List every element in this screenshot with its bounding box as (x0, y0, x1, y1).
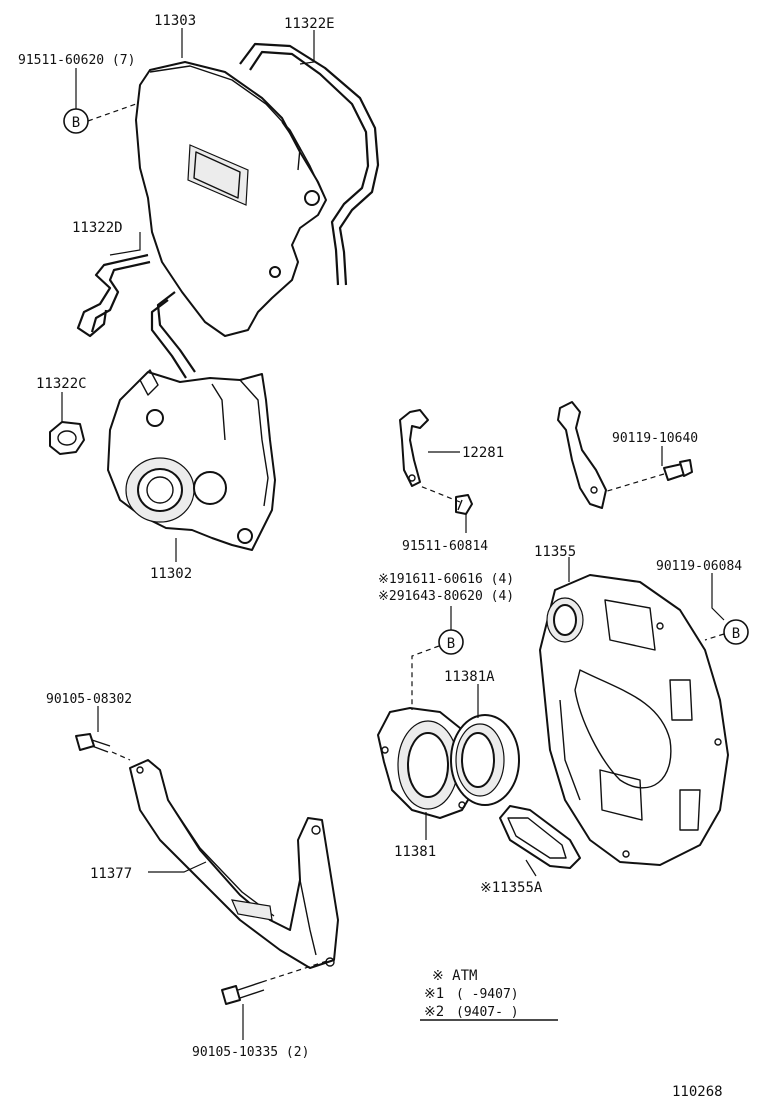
legend-row2-text: (9407- ) (456, 1005, 519, 1020)
bolt-90119-10640 (663, 459, 693, 481)
label-11302: 11302 (150, 566, 192, 582)
label-91611-60616: ※191611-60616 (4) (378, 572, 514, 587)
bracket-11377 (129, 759, 339, 969)
label-11355a: ※11355A (480, 880, 543, 896)
end-plate-11355 (539, 574, 729, 866)
ref-marker-left: B (63, 108, 89, 134)
label-90119-10640: 90119-10640 (612, 431, 698, 446)
legend-row2-mark: ※2 (424, 1004, 444, 1020)
label-90119-06084: 90119-06084 (656, 559, 742, 574)
oil-seal-retainer-11381 (377, 707, 475, 819)
label-11355: 11355 (534, 544, 576, 560)
legend-atm: ※ ATM (432, 968, 477, 984)
legend-row1-mark: ※1 (424, 986, 444, 1002)
label-11381a: 11381A (444, 669, 495, 685)
label-91643-80620: ※291643-80620 (4) (378, 589, 514, 604)
lower-timing-cover-11302 (107, 369, 276, 551)
label-91511-60620: 91511-60620 (7) (18, 53, 135, 68)
label-11377: 11377 (90, 866, 132, 882)
part-labels: 11303 11322E 91511-60620 (7) 11322D 1132… (18, 13, 742, 1060)
cover-bolt-hole (304, 190, 320, 206)
ref-marker-left-text: B (72, 115, 80, 131)
bracket-right (557, 401, 607, 509)
ref-marker-right: B (723, 619, 749, 645)
legend: ※ ATM ※1 ( -9407) ※2 (9407- ) (420, 968, 558, 1021)
bolt-90105-08302 (75, 733, 111, 753)
label-11303: 11303 (154, 13, 196, 29)
label-11322e: 11322E (284, 16, 335, 32)
cover-window (187, 144, 249, 206)
washer-11322c (49, 421, 85, 455)
oil-seal-11381a (450, 714, 520, 806)
upper-timing-cover-11303 (135, 61, 327, 337)
gasket-strip (150, 291, 196, 379)
label-90105-10335: 90105-10335 (2) (192, 1045, 309, 1060)
ref-marker-center-text: B (447, 636, 455, 652)
label-90105-08302: 90105-08302 (46, 692, 132, 707)
label-11322d: 11322D (72, 220, 123, 236)
ref-marker-right-text: B (732, 626, 740, 642)
gasket-11322e (239, 42, 380, 286)
catalog-number: 110268 (672, 1084, 723, 1100)
leader-lines (61, 28, 725, 1040)
label-11381: 11381 (394, 844, 436, 860)
cover-11355a (499, 805, 581, 869)
legend-row1-text: ( -9407) (456, 987, 519, 1002)
gasket-11322d (76, 253, 151, 338)
bolt-91511-60814 (455, 494, 473, 515)
bolt-90105-10335 (221, 981, 265, 1005)
bracket-12281 (399, 409, 429, 487)
ref-marker-center: B (438, 629, 464, 655)
label-91511-60814: 91511-60814 (402, 539, 488, 554)
label-11322c: 11322C (36, 376, 87, 392)
label-12281: 12281 (462, 445, 504, 461)
